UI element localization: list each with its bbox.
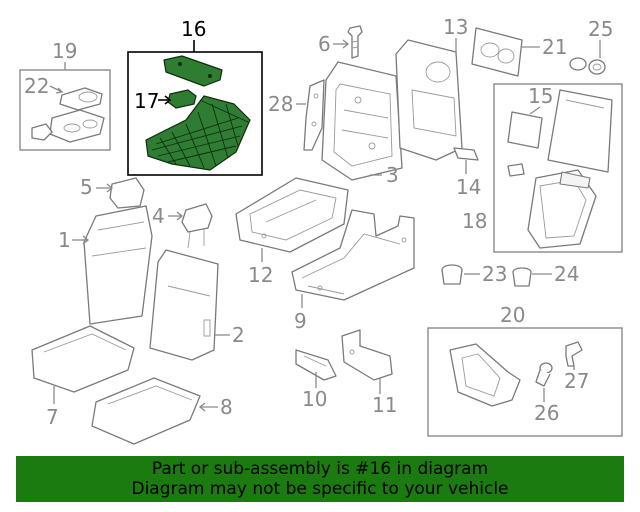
- callout-10[interactable]: 10: [302, 387, 327, 411]
- callout-22[interactable]: 22: [24, 74, 49, 98]
- part-23-cup[interactable]: [441, 264, 463, 285]
- part-8-cushion-pad[interactable]: [91, 377, 201, 445]
- part-18-lid-assembly[interactable]: [527, 89, 613, 249]
- callout-23[interactable]: 23: [482, 262, 507, 286]
- callout-6[interactable]: 6: [318, 32, 331, 56]
- group-19: 19 22: [19, 39, 111, 151]
- part-17-clip[interactable]: [167, 89, 197, 109]
- callout-21[interactable]: 21: [542, 35, 567, 59]
- group-18: 18 15: [462, 83, 623, 253]
- part-6-bolt[interactable]: [347, 25, 363, 59]
- callout-17[interactable]: 17: [134, 89, 159, 113]
- part-13-back-panel[interactable]: [395, 39, 463, 161]
- part-28-bracket[interactable]: [303, 79, 325, 151]
- part-2-seatback-panel[interactable]: [149, 249, 219, 361]
- callout-20[interactable]: 20: [500, 303, 525, 327]
- callout-4[interactable]: 4: [152, 204, 165, 228]
- group-20-box: [427, 327, 623, 437]
- callout-2[interactable]: 2: [232, 323, 245, 347]
- part-1-seatback-cover[interactable]: [83, 205, 153, 325]
- part-10-bracket[interactable]: [295, 349, 337, 381]
- group-16-box: [127, 51, 263, 176]
- callout-16[interactable]: 16: [181, 17, 206, 41]
- callout-11[interactable]: 11: [372, 393, 397, 417]
- part-14-strip[interactable]: [453, 147, 479, 161]
- callout-9[interactable]: 9: [294, 309, 307, 333]
- callout-25[interactable]: 25: [588, 17, 613, 41]
- part-27-fitting[interactable]: [565, 341, 583, 367]
- part-9-cushion-frame[interactable]: [291, 209, 415, 301]
- callout-28[interactable]: 28: [268, 92, 293, 116]
- part-26-fitting[interactable]: [535, 362, 553, 387]
- callout-19[interactable]: 19: [52, 39, 77, 63]
- part-21-bezel[interactable]: [471, 27, 523, 77]
- callout-14[interactable]: 14: [456, 175, 481, 199]
- parts-diagram: 19 22 16 17: [19, 15, 623, 445]
- callout-15[interactable]: 15: [528, 84, 553, 108]
- part-25-knob[interactable]: [569, 57, 606, 75]
- part-5-headrest-pad[interactable]: [109, 177, 145, 209]
- group-16-highlighted: 16 17: [127, 17, 263, 176]
- callout-24[interactable]: 24: [554, 262, 579, 286]
- footer-line-2: Diagram may not be specific to your vehi…: [131, 479, 509, 499]
- part-22-cupholder-insert[interactable]: [31, 87, 105, 143]
- callout-5[interactable]: 5: [80, 175, 93, 199]
- part-3-seatback-frame[interactable]: [321, 61, 403, 181]
- callout-1[interactable]: 1: [58, 228, 71, 252]
- callout-7[interactable]: 7: [46, 405, 59, 429]
- group-18-box: [493, 83, 623, 253]
- footer-banner: Part or sub-assembly is #16 in diagram D…: [16, 456, 624, 502]
- part-12-console-bin[interactable]: [235, 177, 349, 253]
- part-15-trim-cover[interactable]: [507, 111, 543, 149]
- group-20: 20 26 27: [427, 303, 623, 437]
- part-24-cup[interactable]: [512, 267, 532, 287]
- callout-26[interactable]: 26: [534, 401, 559, 425]
- part-20-bracket[interactable]: [449, 343, 521, 407]
- footer-line-1: Part or sub-assembly is #16 in diagram: [151, 459, 489, 479]
- part-4-headrest[interactable]: [181, 203, 213, 249]
- callout-12[interactable]: 12: [248, 263, 273, 287]
- callout-13[interactable]: 13: [443, 15, 468, 39]
- part-16-console-tray-mat[interactable]: [145, 55, 251, 171]
- part-7-seat-cushion[interactable]: [31, 325, 135, 393]
- part-small-clip[interactable]: [507, 163, 525, 177]
- callout-8[interactable]: 8: [220, 395, 233, 419]
- part-11-bracket[interactable]: [341, 329, 393, 381]
- callout-3[interactable]: 3: [386, 163, 399, 187]
- callout-27[interactable]: 27: [564, 369, 589, 393]
- callout-18[interactable]: 18: [462, 209, 487, 233]
